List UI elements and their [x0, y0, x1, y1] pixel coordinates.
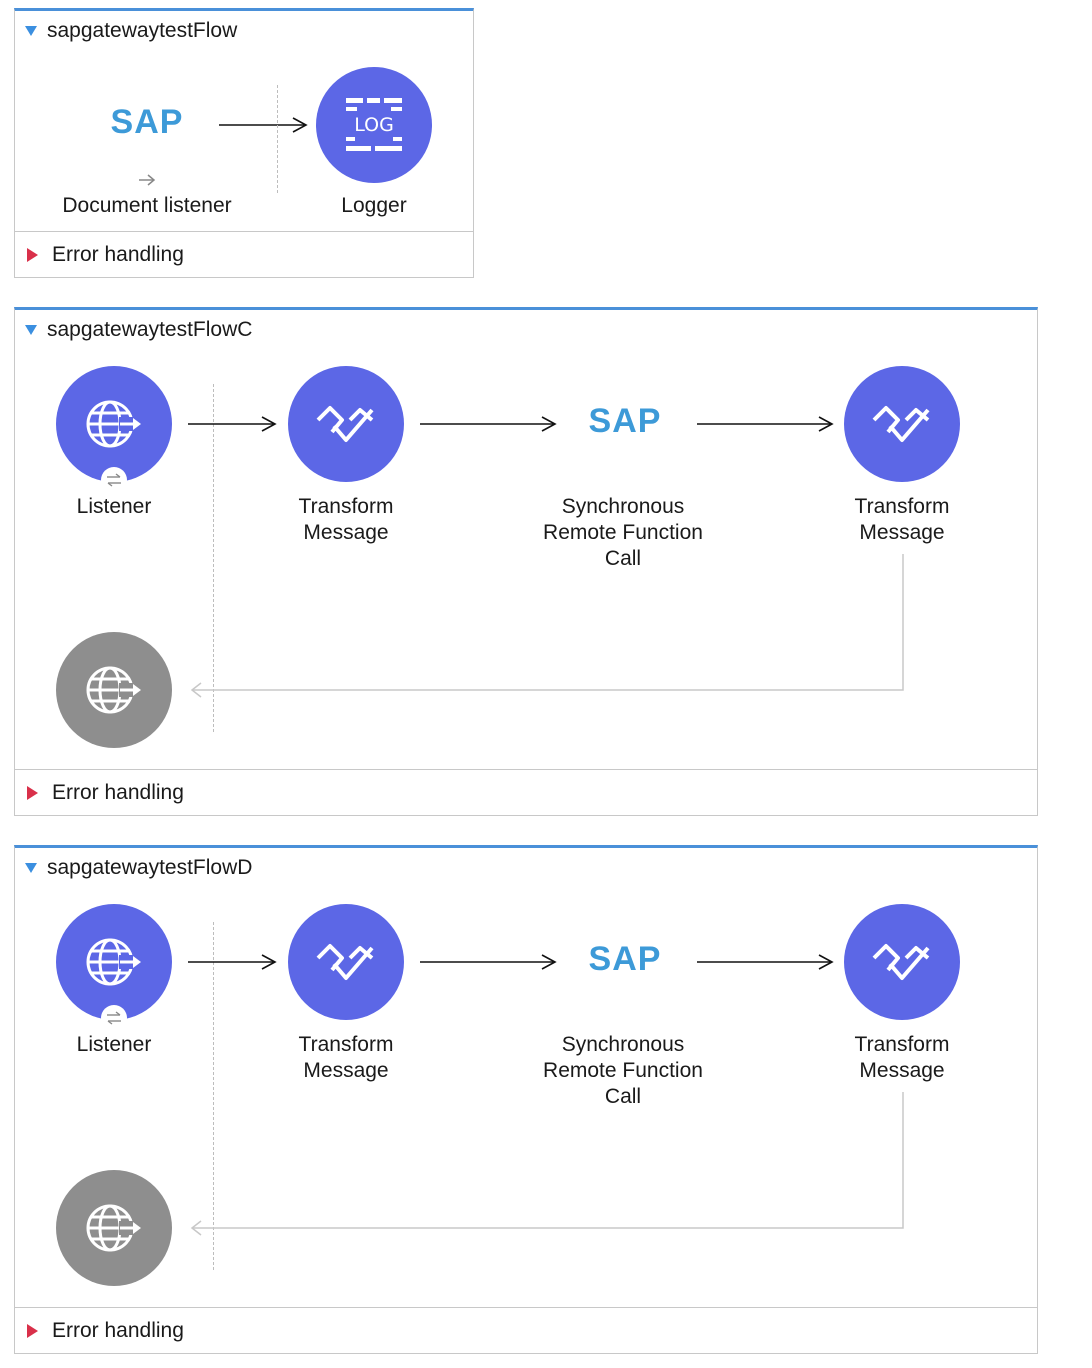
transform-message-node[interactable]: [844, 366, 960, 482]
flow-header[interactable]: sapgatewaytestFlow: [25, 19, 237, 43]
flow-title: sapgatewaytestFlowC: [47, 318, 253, 341]
error-handling-section[interactable]: Error handling: [15, 231, 473, 277]
sync-badge-icon: [101, 467, 127, 493]
source-arrow-icon: [139, 174, 156, 186]
return-path: [190, 554, 904, 698]
log-icon: LOG: [346, 98, 402, 151]
flow-header[interactable]: sapgatewaytestFlowD: [25, 856, 252, 880]
return-path: [190, 1092, 904, 1236]
node-label-synchronous-rfc: Synchronous Remote Function Call: [543, 495, 703, 570]
flow-arrow: [420, 416, 557, 432]
error-handling-label: Error handling: [52, 1318, 184, 1342]
listener-response-node[interactable]: [56, 1170, 172, 1286]
globe-arrow-icon: [86, 666, 141, 714]
source-divider: [277, 85, 278, 193]
log-icon-text: LOG: [354, 114, 394, 136]
node-label-logger: Logger: [341, 194, 407, 217]
flow-arrow: [188, 416, 277, 432]
error-handling-section[interactable]: Error handling: [15, 769, 1037, 815]
flow-sapgatewaytestflowd: sapgatewaytestFlowD Listener: [14, 845, 1038, 1354]
flow-arrow: [697, 416, 834, 432]
sap-logo[interactable]: SAP: [588, 402, 662, 440]
node-label-listener: Listener: [76, 1033, 152, 1056]
sap-logo[interactable]: SAP: [588, 940, 662, 978]
node-label-transform-message: Transform Message: [854, 1033, 950, 1082]
globe-arrow-icon: [86, 938, 141, 986]
node-label-transform-message: Transform Message: [298, 495, 394, 544]
dataweave-icon: [872, 944, 930, 980]
node-label-listener: Listener: [76, 495, 152, 518]
flow-arrow: [697, 954, 834, 970]
flow-sapgatewaytestflow: sapgatewaytestFlow SAP Document listener…: [14, 8, 474, 278]
flow-arrow: [420, 954, 557, 970]
dataweave-icon: [872, 406, 930, 442]
error-handling-label: Error handling: [52, 780, 184, 804]
collapse-triangle-icon[interactable]: [25, 325, 37, 335]
flow-sapgatewaytestflowc: sapgatewaytestFlowC Listener: [14, 307, 1038, 816]
globe-arrow-icon: [86, 400, 141, 448]
flow-title: sapgatewaytestFlowD: [47, 856, 253, 879]
dataweave-icon: [316, 406, 374, 442]
expand-triangle-icon[interactable]: [27, 247, 38, 262]
flow-arrow: [219, 117, 308, 133]
expand-triangle-icon[interactable]: [27, 785, 38, 800]
transform-message-node[interactable]: [844, 904, 960, 1020]
node-label-synchronous-rfc: Synchronous Remote Function Call: [543, 1033, 703, 1108]
node-label-document-listener: Document listener: [62, 194, 232, 217]
listener-response-node[interactable]: [56, 632, 172, 748]
sync-badge-icon: [101, 1005, 127, 1031]
error-handling-label: Error handling: [52, 242, 184, 266]
listener-node[interactable]: [56, 904, 172, 1020]
node-label-transform-message: Transform Message: [854, 495, 950, 544]
dataweave-icon: [316, 944, 374, 980]
sap-logo[interactable]: SAP: [110, 103, 184, 141]
source-divider: [213, 384, 214, 732]
transform-message-node[interactable]: [288, 366, 404, 482]
globe-arrow-icon: [86, 1204, 141, 1252]
logger-node[interactable]: LOG: [316, 67, 432, 183]
expand-triangle-icon[interactable]: [27, 1323, 38, 1338]
collapse-triangle-icon[interactable]: [25, 863, 37, 873]
error-handling-section[interactable]: Error handling: [15, 1307, 1037, 1353]
listener-node[interactable]: [56, 366, 172, 482]
node-label-transform-message: Transform Message: [298, 1033, 394, 1082]
collapse-triangle-icon[interactable]: [25, 26, 37, 36]
flow-title: sapgatewaytestFlow: [47, 19, 238, 42]
transform-message-node[interactable]: [288, 904, 404, 1020]
flow-arrow: [188, 954, 277, 970]
source-divider: [213, 922, 214, 1270]
flow-header[interactable]: sapgatewaytestFlowC: [25, 318, 252, 342]
